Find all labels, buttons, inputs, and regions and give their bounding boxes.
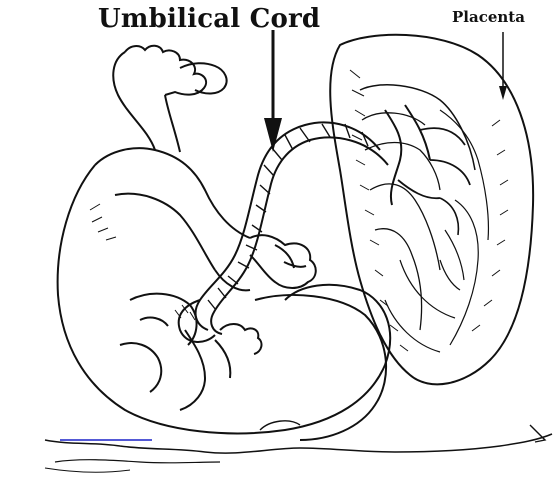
umbilical-cord-arrow: [264, 30, 282, 152]
fetus: [58, 46, 390, 440]
bottom-ground-line: [45, 421, 552, 472]
placenta-arrow: [499, 32, 507, 100]
